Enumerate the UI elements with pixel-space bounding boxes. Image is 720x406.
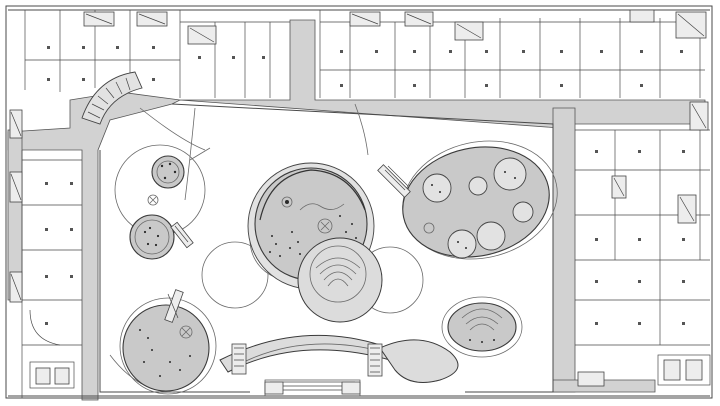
stair-south-left [231,343,247,375]
shop-units-north [24,9,707,98]
platform-south-west [119,289,217,395]
corridor-east-vertical [552,107,576,393]
platform-small-north-west [114,144,206,236]
south-bridge [219,334,459,383]
platform-oval-east [377,140,558,260]
shop-units-east [575,101,711,387]
platform-small-west [129,214,194,260]
stair-bottom-left-core [264,381,284,395]
stair-south-right [367,343,383,377]
platform-oval-south-east [441,296,523,358]
stair-west-curve [81,71,143,125]
stair-bottom-right-core [341,381,361,395]
shop-units-west [9,109,82,398]
platform-central-round [247,162,383,323]
